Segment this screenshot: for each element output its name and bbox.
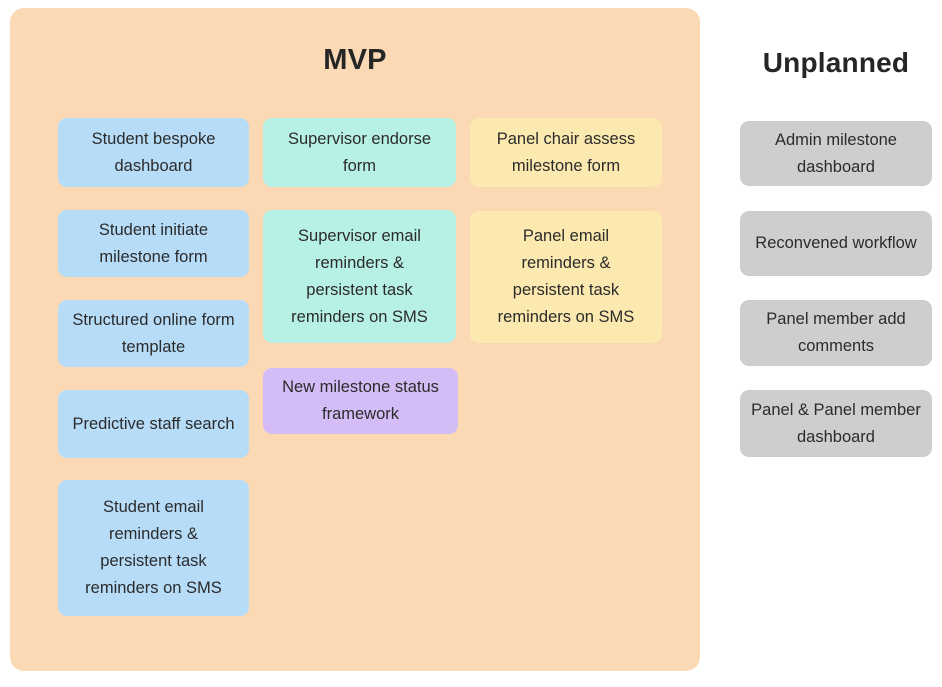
card-panel-member-add-comments[interactable]: Panel member add comments bbox=[740, 300, 932, 366]
card-reconvened-workflow[interactable]: Reconvened workflow bbox=[740, 211, 932, 276]
card-panel-chair-assess-milestone-form[interactable]: Panel chair assess milestone form bbox=[470, 118, 662, 187]
card-supervisor-email-sms-reminders[interactable]: Supervisor email reminders & persistent … bbox=[263, 210, 456, 343]
card-predictive-staff-search[interactable]: Predictive staff search bbox=[58, 390, 249, 458]
card-panel-and-panel-member-dashboard[interactable]: Panel & Panel member dashboard bbox=[740, 390, 932, 457]
card-student-initiate-milestone-form[interactable]: Student initiate milestone form bbox=[58, 210, 249, 277]
card-new-milestone-status-framework[interactable]: New milestone status framework bbox=[263, 368, 458, 434]
card-structured-online-form-template[interactable]: Structured online form template bbox=[58, 300, 249, 367]
unplanned-title: Unplanned bbox=[762, 47, 910, 78]
card-admin-milestone-dashboard[interactable]: Admin milestone dashboard bbox=[740, 121, 932, 186]
card-supervisor-endorse-form[interactable]: Supervisor endorse form bbox=[263, 118, 456, 187]
card-student-bespoke-dashboard[interactable]: Student bespoke dashboard bbox=[58, 118, 249, 187]
mvp-title: MVP bbox=[323, 44, 387, 76]
card-student-email-sms-reminders[interactable]: Student email reminders & persistent tas… bbox=[58, 480, 249, 616]
card-panel-email-sms-reminders[interactable]: Panel email reminders & persistent task … bbox=[470, 211, 662, 343]
